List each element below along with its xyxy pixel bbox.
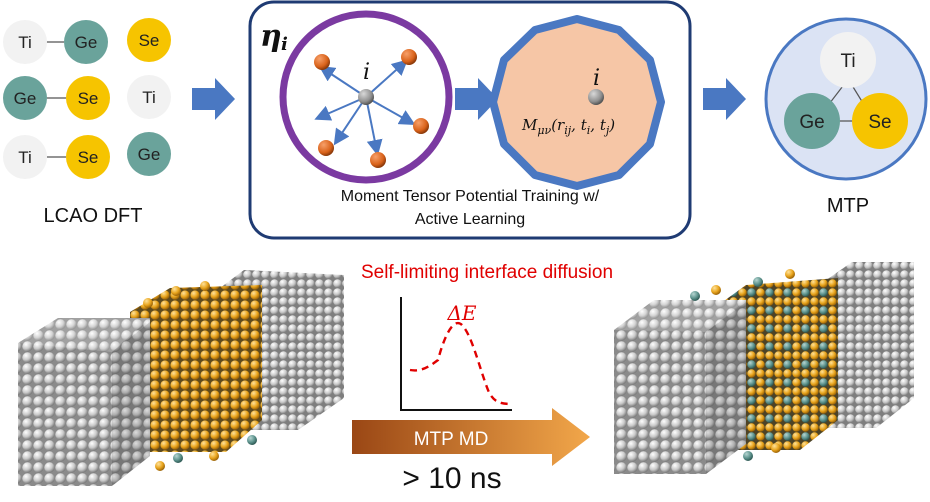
diffusing-atom [753, 277, 763, 287]
diffusing-atom [785, 269, 795, 279]
dft-label: LCAO DFT [44, 205, 143, 227]
central-atom-label: i [363, 60, 370, 85]
flow-arrow [455, 78, 498, 120]
moment-tensor-formula: Mμν(rij, ti, tj) [521, 116, 615, 137]
energy-barrier-plot: ΔE [400, 297, 513, 411]
simulation-time: > 10 ns [402, 462, 501, 495]
slab-top-highlight [18, 318, 150, 352]
neighbor-vector [365, 59, 408, 98]
ti-atom [3, 135, 47, 179]
eta-symbol: η [260, 19, 282, 54]
central-atom [588, 89, 604, 105]
gese-layer [130, 285, 262, 452]
central-atom [358, 89, 374, 105]
diffusing-atom [171, 286, 181, 296]
mtp-label: MTP [827, 195, 869, 217]
slab-top-highlight [614, 300, 746, 332]
ti-atom [820, 32, 876, 88]
ti-atom [127, 75, 171, 119]
se-atom [127, 18, 171, 62]
eta-subscript: i [281, 34, 288, 55]
diffusing-atom [743, 451, 753, 461]
atom-label: Ge [75, 33, 98, 52]
diffusing-atom [771, 443, 781, 453]
training-caption-line2: Active Learning [415, 211, 525, 228]
neighbor-vector [365, 96, 383, 156]
atom-label: Ti [18, 148, 32, 167]
neighbor-vector [314, 96, 367, 121]
silver-slab-left [18, 318, 150, 486]
se-atom [66, 76, 110, 120]
energy-barrier-label: ΔE [446, 301, 476, 325]
energy-curve [409, 322, 513, 406]
ti-atom [3, 20, 47, 64]
neighbor-atom [401, 49, 417, 65]
ge-atom [3, 76, 47, 120]
silver-slab-left [614, 300, 746, 474]
md-arrow [352, 408, 590, 466]
atom-label: Ge [138, 145, 161, 164]
neighbor-atom [314, 54, 330, 70]
atom-label: Se [78, 89, 99, 108]
slab-side-shade [112, 322, 150, 486]
diffusing-atom [173, 453, 183, 463]
neighbor-atom [370, 152, 386, 168]
moment-tensor-panel: i Mμν(rij, ti, tj) [489, 15, 665, 190]
diffusing-atom [209, 451, 219, 461]
atom-label: Ge [799, 112, 824, 133]
flow-arrow [703, 78, 746, 120]
flow-arrow [192, 78, 235, 120]
atom-label: Se [868, 112, 891, 133]
atom-label: Ti [18, 33, 32, 52]
dft-atom-grid: Ti Ge Se Ge Se Ti Ti Se Ge [3, 18, 171, 179]
diffusing-atom [155, 461, 165, 471]
diffusing-atom [247, 435, 257, 445]
ge-atom [64, 20, 108, 64]
simulation-title: Self-limiting interface diffusion [361, 262, 613, 283]
neighbor-atom [413, 118, 429, 134]
diffusing-atom [711, 285, 721, 295]
diffusing-atom [143, 298, 153, 308]
training-caption-line1: Moment Tensor Potential Training w/ [341, 188, 600, 205]
atom-label: Se [139, 31, 160, 50]
central-atom-label: i [593, 66, 600, 91]
ge-atom [127, 132, 171, 176]
se-atom [852, 93, 908, 149]
neighbor-atom [318, 140, 334, 156]
neighbor-vector [365, 96, 416, 125]
slab-side-shade [706, 302, 746, 474]
ge-atom [784, 93, 840, 149]
descriptor-polygon [489, 15, 665, 190]
diffusing-atom [200, 281, 210, 291]
atom-label: Ti [142, 88, 156, 107]
neighbor-vector [333, 96, 367, 146]
md-arrow-label: MTP MD [414, 429, 489, 450]
initial-structure [18, 270, 344, 486]
atom-neighborhood: i [279, 10, 453, 184]
mtp-model: Ti Ge Se [764, 17, 928, 181]
neighbor-vector [318, 65, 367, 98]
atom-label: Ti [840, 51, 855, 72]
atom-label: Se [78, 148, 99, 167]
se-atom [66, 135, 110, 179]
diffusing-atom [690, 291, 700, 301]
atom-label: Ge [14, 89, 37, 108]
final-structure [614, 262, 914, 474]
